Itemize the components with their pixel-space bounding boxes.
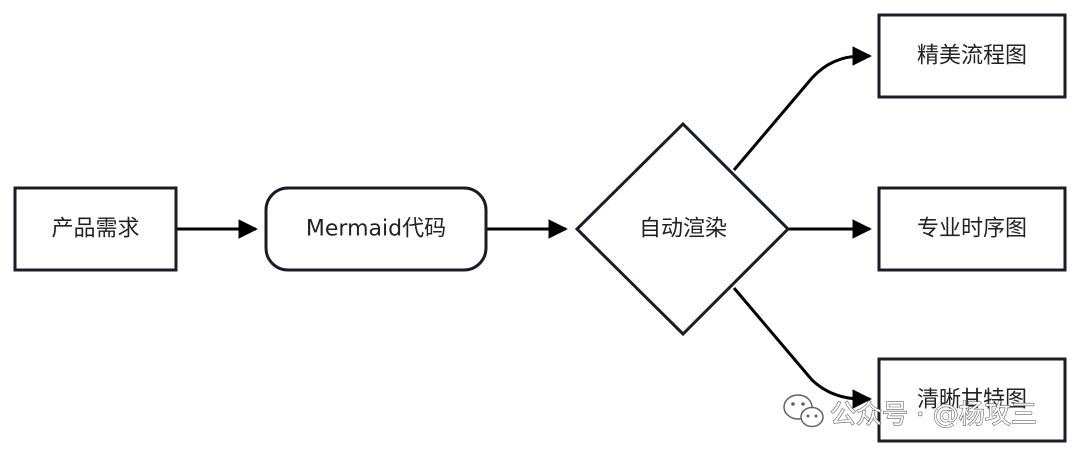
node-flowchart-label: 精美流程图 (917, 44, 1027, 69)
node-mermaid-code: Mermaid代码 (264, 186, 488, 272)
node-mermaid-code-label: Mermaid代码 (306, 217, 446, 242)
wechat-icon (783, 394, 824, 428)
node-flowchart-box (877, 13, 1067, 99)
edges (176, 46, 872, 409)
node-requirement-box (13, 186, 178, 272)
node-gantt-label: 清晰甘特图 (917, 388, 1027, 413)
node-gantt: 清晰甘特图 (877, 357, 1067, 443)
edge-render-to-gantt (732, 287, 872, 409)
node-mermaid-code-box (264, 186, 488, 272)
node-auto-render: 自动渲染 (574, 121, 791, 337)
node-sequence: 专业时序图 (877, 186, 1067, 272)
watermark: 公众号 · @杨攻三 (783, 394, 1037, 431)
node-sequence-label: 专业时序图 (917, 217, 1027, 242)
node-flowchart: 精美流程图 (877, 13, 1067, 99)
node-auto-render-label: 自动渲染 (639, 217, 727, 242)
edge-render-to-flowchart (732, 46, 872, 171)
watermark-text: 公众号 · @杨攻三 (830, 400, 1037, 430)
node-sequence-box (877, 186, 1067, 272)
node-requirement: 产品需求 (13, 186, 178, 272)
node-gantt-box (877, 357, 1067, 443)
node-requirement-label: 产品需求 (51, 217, 139, 242)
node-auto-render-diamond (574, 121, 791, 337)
